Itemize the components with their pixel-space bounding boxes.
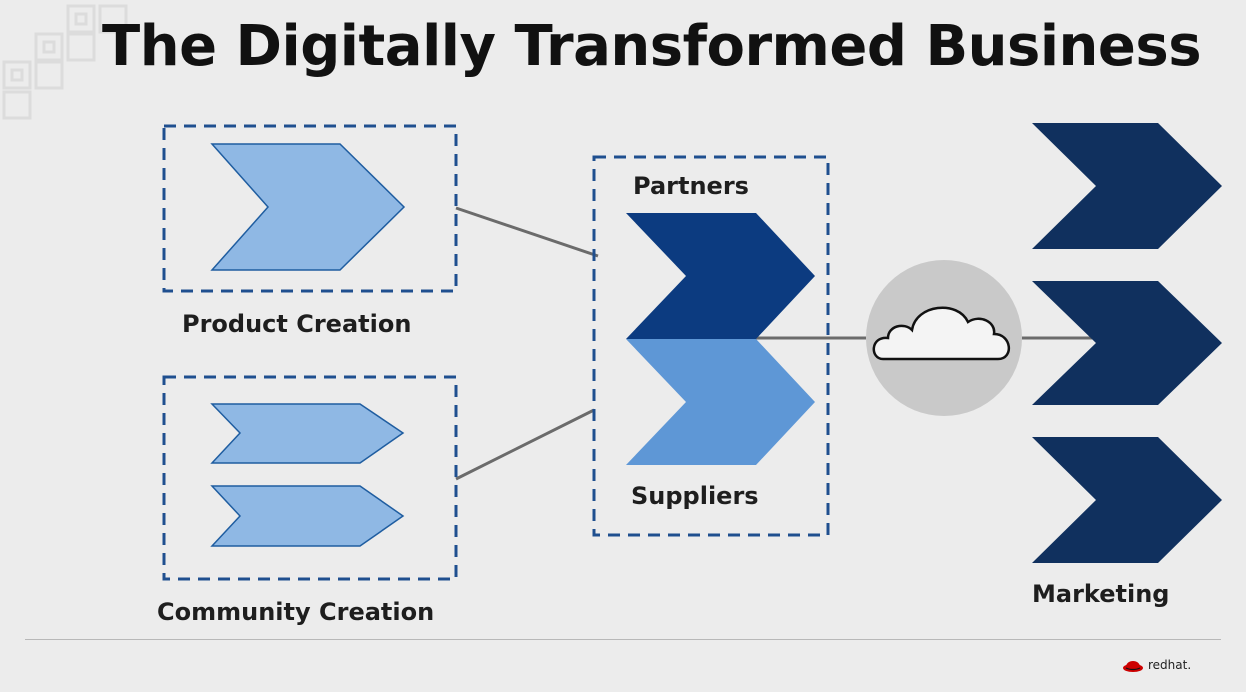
community-creation-box	[162, 375, 458, 581]
redhat-logo-text: redhat.	[1148, 658, 1192, 672]
suppliers-label: Suppliers	[631, 482, 759, 510]
community-chevron-1	[210, 403, 405, 464]
product-creation-label: Product Creation	[182, 310, 412, 338]
product-creation-box	[162, 124, 458, 293]
footer-divider	[25, 639, 1221, 640]
connector-community-suppliers	[455, 408, 595, 481]
marketing-chevron-3	[1032, 437, 1222, 563]
partners-label: Partners	[633, 172, 749, 200]
connector-product-partners	[455, 206, 599, 258]
marketing-chevron-1	[1032, 123, 1222, 249]
product-chevron	[210, 143, 406, 271]
page-title: The Digitally Transformed Business	[102, 14, 1202, 79]
corner-pattern	[2, 4, 128, 120]
cloud-icon	[872, 306, 1010, 361]
suppliers-chevron	[626, 339, 815, 465]
redhat-icon	[1123, 661, 1143, 672]
partners-suppliers-box	[592, 155, 830, 537]
marketing-label: Marketing	[1032, 580, 1170, 608]
partners-chevron	[626, 213, 815, 339]
redhat-logo: redhat.	[1122, 656, 1191, 674]
marketing-chevron-2	[1032, 281, 1222, 405]
community-creation-label: Community Creation	[157, 598, 435, 626]
community-chevron-2	[210, 485, 405, 547]
